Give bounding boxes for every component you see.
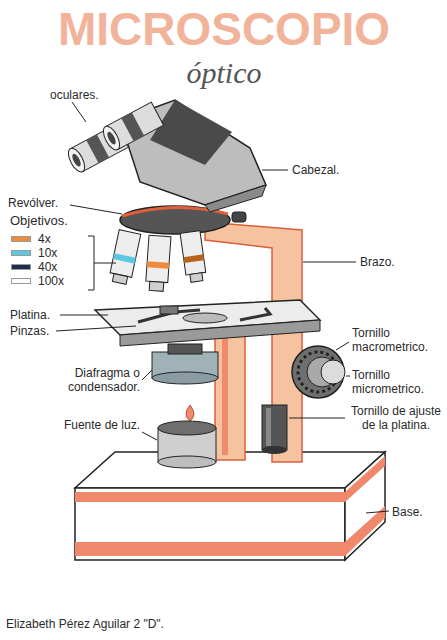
part-label: Base. — [392, 505, 423, 519]
signature: Elizabeth Pérez Aguilar 2 "D". — [6, 617, 164, 631]
legend-label-holder: 10x — [38, 246, 57, 260]
legend-label: 4x — [38, 232, 51, 246]
part-label: Tornillo de ajuste de la platina. — [348, 404, 444, 432]
legend-swatch — [12, 237, 30, 241]
part-label-holder: Base. — [392, 505, 423, 519]
part-label: Revólver. — [8, 196, 58, 210]
legend-swatch — [12, 265, 30, 269]
legend-swatch — [12, 279, 30, 283]
diagram-title: MICROSCOPIO óptico — [44, 2, 404, 90]
legend-label-holder: 40x — [38, 260, 57, 274]
legend-label: 10x — [38, 246, 57, 260]
part-label-holder: Tornillo macrometrico. — [352, 326, 442, 354]
part-label-holder: Brazo. — [360, 255, 395, 269]
part-label-holder: Revólver. — [8, 196, 58, 210]
part-label-holder: Platina. — [10, 308, 50, 322]
legend-label: 100x — [38, 274, 64, 288]
legend-label-holder: 4x — [38, 232, 51, 246]
title-holder: MICROSCOPIO óptico — [44, 2, 404, 90]
part-label: Diafragma o condensador. — [16, 366, 140, 394]
part-label-holder: Tornillo de ajuste de la platina. — [348, 404, 444, 432]
part-label-holder: Cabezal. — [292, 163, 339, 177]
legend-swatch — [12, 251, 30, 255]
part-label-holder: Tornillo micrometrico. — [352, 368, 442, 396]
part-label: Brazo. — [360, 255, 395, 269]
legend-label: 40x — [38, 260, 57, 274]
part-label-holder: oculares. — [50, 88, 99, 102]
part-label-holder: Diafragma o condensador. — [16, 366, 140, 394]
part-label: Fuente de luz. — [50, 418, 140, 432]
part-label-holder: Fuente de luz. — [50, 418, 140, 432]
part-label: Platina. — [10, 308, 50, 322]
legend-heading-holder: Objetivos. — [10, 214, 68, 228]
part-label: Pinzas. — [10, 324, 49, 338]
legend-label-holder: 100x — [38, 274, 64, 288]
part-label: Tornillo micrometrico. — [352, 368, 442, 396]
legend-heading: Objetivos. — [10, 214, 68, 228]
part-label: oculares. — [50, 88, 99, 102]
signature-holder: Elizabeth Pérez Aguilar 2 "D". — [6, 617, 164, 631]
part-label: Tornillo macrometrico. — [352, 326, 442, 354]
part-label: Cabezal. — [292, 163, 339, 177]
part-label-holder: Pinzas. — [10, 324, 49, 338]
